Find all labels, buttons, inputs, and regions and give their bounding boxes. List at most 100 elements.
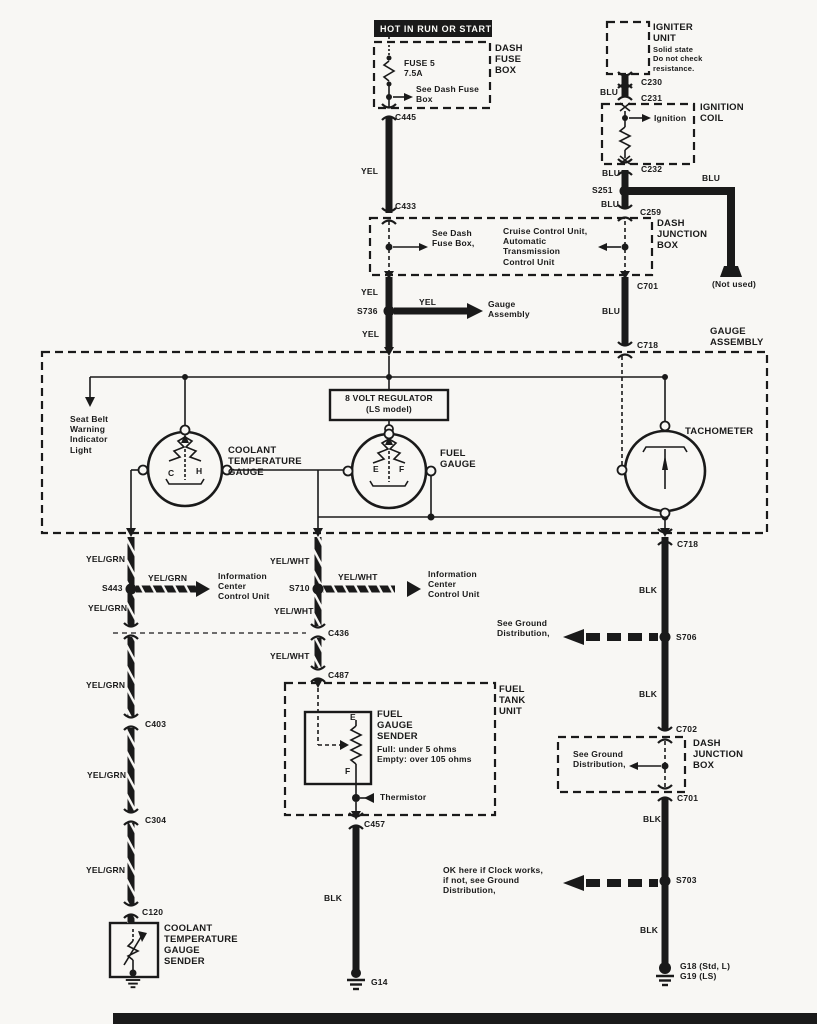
- see-dash-fuse-note-1: See Dash Fuse Box: [416, 84, 480, 105]
- wire-label-yelwht-3: YEL/WHT: [270, 651, 310, 661]
- wire-label-yelgrn-5: YEL/GRN: [86, 865, 126, 875]
- wire-label-yelgrn-arrow: YEL/GRN: [148, 573, 188, 583]
- splice-s703: [659, 875, 671, 887]
- tachometer-label: TACHOMETER: [685, 426, 754, 437]
- wire-label-yelgrn-2: YEL/GRN: [88, 603, 128, 613]
- dash-fuse-box-title: DASH FUSE BOX: [495, 43, 523, 76]
- ground-note-djb2: See Ground Distribution,: [573, 749, 626, 770]
- fuel-tank-unit-outline: [283, 681, 497, 817]
- wire-label-yel-2: YEL: [361, 287, 379, 297]
- fuel-sender-title: FUEL GAUGE SENDER: [377, 709, 418, 742]
- fuel-sender-box: [303, 710, 373, 786]
- splice-s710: [312, 583, 324, 595]
- fuel-f-mark: F: [399, 464, 405, 474]
- fuel-gauge-label: FUEL GAUGE: [440, 448, 476, 470]
- wire-label-yel-arrow: YEL: [419, 297, 437, 307]
- wire-label-yelgrn-3: YEL/GRN: [86, 680, 126, 690]
- ground-g14-label: G14: [371, 977, 388, 987]
- wire-label-blu-1: BLU: [600, 87, 619, 97]
- wire-label-yelwht-2: YEL/WHT: [274, 606, 314, 616]
- connector-c702-label: C702: [676, 724, 698, 734]
- connector-c230-label: C230: [641, 77, 663, 87]
- ignition-coil-title: IGNITION COIL: [700, 102, 744, 124]
- fuel-e-mark: E: [373, 464, 379, 474]
- ground-symbols: [124, 974, 676, 991]
- wire-label-blu-4: BLU: [602, 306, 621, 316]
- igniter-unit-note: Solid state Do not check resistance.: [653, 45, 703, 73]
- wire-label-blk-r3: BLK: [643, 814, 662, 824]
- fuse5-label: FUSE 5: [404, 58, 435, 68]
- wire-label-blk-r2: BLK: [639, 689, 658, 699]
- seat-belt-warning-label: Seat Belt Warning Indicator Light: [70, 414, 109, 455]
- splice-s706: [659, 631, 671, 643]
- dash-junction-box-title: DASH JUNCTION BOX: [657, 218, 708, 251]
- connector-c718-bottom-label: C718: [677, 539, 699, 549]
- component-boxes: [40, 20, 769, 817]
- wire-label-yelgrn-4: YEL/GRN: [87, 770, 127, 780]
- fuel-sender-empty-spec: Empty: over 105 ohms: [377, 754, 472, 764]
- splice-s736-label: S736: [357, 306, 378, 316]
- wire-label-blu-horizontal: BLU: [702, 173, 721, 183]
- ground-g18-g19-label: G18 (Std, L) G19 (LS): [680, 961, 731, 982]
- connector-c232-label: C232: [641, 164, 663, 174]
- power-rail-box: [374, 20, 492, 37]
- gauge-assembly-title: GAUGE ASSEMBLY: [710, 326, 764, 348]
- splice-dots: [125, 55, 671, 978]
- connector-c403-label: C403: [145, 719, 167, 729]
- wire-label-blu-2: BLU: [602, 168, 621, 178]
- wire-label-yel-3: YEL: [362, 329, 380, 339]
- see-dash-fuse-note-2: See Dash Fuse Box,: [432, 228, 475, 249]
- igniter-unit-title: IGNITER UNIT: [653, 22, 693, 44]
- fuse5-rating: 7.5A: [404, 68, 423, 78]
- ignition-coil-outline: [600, 102, 696, 166]
- gauges: [137, 420, 707, 519]
- clock-ground-note: OK here if Clock works, if not, see Grou…: [443, 865, 544, 896]
- info-center-note-left: Information Center Control Unit: [218, 571, 270, 602]
- wire-label-blk-mid: BLK: [324, 893, 343, 903]
- connector-c487-label: C487: [328, 670, 350, 680]
- thermistor-label: Thermistor: [380, 792, 427, 802]
- fuel-tank-unit-title: FUEL TANK UNIT: [499, 684, 526, 717]
- connector-c457-label: C457: [364, 819, 386, 829]
- splice-s443-label: S443: [102, 583, 123, 593]
- splice-s251-label: S251: [592, 185, 613, 195]
- coolant-h-mark: H: [196, 466, 203, 476]
- ground-note-s706: See Ground Distribution,: [497, 618, 550, 639]
- wire-label-yelgrn-1: YEL/GRN: [86, 554, 126, 564]
- dash-fuse-box-outline: [372, 40, 492, 110]
- page-edge-bar: [113, 1013, 817, 1024]
- splice-s251: [619, 185, 631, 197]
- wire-label-yel-1: YEL: [361, 166, 379, 176]
- power-rail-label: HOT IN RUN OR START: [380, 24, 492, 34]
- coolant-sender-label: COOLANT TEMPERATURE GAUGE SENDER: [164, 923, 238, 967]
- connector-c701-top-label: C701: [637, 281, 659, 291]
- dash-junction-box2-title: DASH JUNCTION BOX: [693, 738, 744, 771]
- coolant-gauge-label: COOLANT TEMPERATURE GAUGE: [228, 445, 302, 478]
- connector-c259-label: C259: [640, 207, 662, 217]
- connector-c433-label: C433: [395, 201, 417, 211]
- splice-s710-label: S710: [289, 583, 310, 593]
- sender-e-mark: E: [350, 712, 356, 722]
- wire-label-blk-r1: BLK: [639, 585, 658, 595]
- fuel-sender-full-spec: Full: under 5 ohms: [377, 744, 457, 754]
- ground-g18-g19: [654, 974, 676, 987]
- info-center-note-mid: Information Center Control Unit: [428, 569, 480, 600]
- wire-label-yelwht-arrow: YEL/WHT: [338, 572, 378, 582]
- connector-c231-label: C231: [641, 93, 663, 103]
- connector-c436-label: C436: [328, 628, 350, 638]
- ground-g14: [345, 978, 367, 991]
- connector-c120-label: C120: [142, 907, 164, 917]
- ground-coolant-sender: [124, 979, 142, 989]
- splice-s703-label: S703: [676, 875, 697, 885]
- connector-c718-top-label: C718: [637, 340, 659, 350]
- arrowheads: [85, 93, 742, 942]
- splice-s736: [383, 305, 395, 317]
- igniter-unit-outline: [605, 20, 651, 76]
- striped-wires: [127, 537, 395, 923]
- connector-c701-bottom-label: C701: [677, 793, 699, 803]
- cruise-control-note: Cruise Control Unit, Automatic Transmiss…: [503, 226, 588, 267]
- gauge-assembly-ref-note: Gauge Assembly: [488, 299, 530, 320]
- splice-s706-label: S706: [676, 632, 697, 642]
